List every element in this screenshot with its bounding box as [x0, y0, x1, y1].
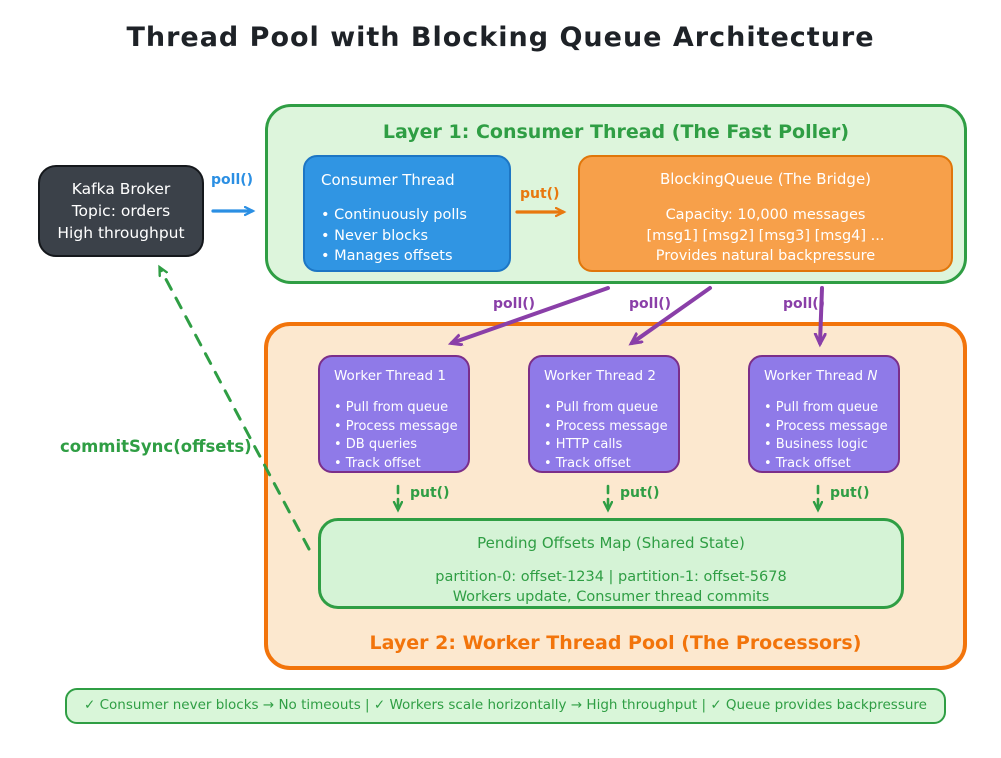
kafka-broker-box: Kafka Broker Topic: orders High throughp… — [38, 165, 204, 257]
put-pending-n-label: put() — [830, 485, 870, 501]
diagram-title: Thread Pool with Blocking Queue Architec… — [126, 22, 875, 53]
consumer-bullet: • Never blocks — [321, 227, 429, 244]
layer1-label: Layer 1: Consumer Thread (The Fast Polle… — [382, 121, 850, 143]
poll-worker-n-label: poll() — [783, 296, 826, 312]
worker-thread-2-title: Worker Thread 2 — [544, 368, 656, 384]
consumer-thread-title: Consumer Thread — [321, 171, 455, 189]
worker-thread-1-box: Worker Thread 1 • Pull from queue • Proc… — [318, 355, 470, 473]
pending-offsets-box: Pending Offsets Map (Shared State) parti… — [318, 518, 904, 609]
worker-bullet: • HTTP calls — [544, 437, 623, 452]
consumer-bullet: • Continuously polls — [321, 207, 467, 223]
kafka-broker-name: Kafka Broker — [71, 180, 171, 198]
kafka-broker-topic: Topic: orders — [71, 202, 171, 220]
worker-bullet: • Process message — [544, 418, 668, 434]
worker-thread-2-box: Worker Thread 2 • Pull from queue • Proc… — [528, 355, 680, 473]
worker-bullet: • Business logic — [764, 437, 868, 452]
worker-bullet: • Pull from queue — [764, 400, 879, 415]
pending-offsets-note: Workers update, Consumer thread commits — [452, 589, 770, 605]
blocking-queue-box: BlockingQueue (The Bridge) Capacity: 10,… — [578, 155, 953, 272]
consumer-bullet: • Manages offsets — [321, 248, 453, 264]
worker-bullet: • Process message — [764, 418, 888, 434]
worker-thread-n-box: Worker Thread N • Pull from queue • Proc… — [748, 355, 900, 473]
pending-offsets-title: Pending Offsets Map (Shared State) — [477, 534, 745, 552]
worker-bullet: • Pull from queue — [544, 400, 659, 415]
blocking-queue-messages: [msg1] [msg2] [msg3] [msg4] ... — [646, 227, 885, 244]
poll-worker-1-label: poll() — [493, 296, 536, 312]
pending-offsets-partitions: partition-0: offset-1234 | partition-1: … — [435, 569, 787, 585]
put-pending-1-label: put() — [410, 485, 450, 501]
worker-bullet: • Track offset — [764, 455, 851, 471]
benefits-footer-bar: ✓ Consumer never blocks → No timeouts | … — [65, 688, 946, 724]
worker-bullet: • Process message — [334, 418, 458, 434]
worker-thread-1-title: Worker Thread 1 — [334, 368, 446, 384]
poll-worker-2-label: poll() — [629, 296, 672, 312]
worker-thread-n-title: Worker Thread N — [764, 368, 878, 384]
worker-bullet: • Track offset — [544, 455, 631, 471]
worker-bullet: • Track offset — [334, 455, 421, 471]
worker-bullet: • DB queries — [334, 437, 418, 452]
kafka-broker-throughput: High throughput — [57, 224, 185, 242]
poll-kafka-label: poll() — [211, 172, 254, 188]
worker-bullet: • Pull from queue — [334, 400, 449, 415]
consumer-thread-box: Consumer Thread • Continuously polls • N… — [303, 155, 511, 272]
put-queue-label: put() — [520, 186, 560, 202]
put-pending-2-label: put() — [620, 485, 660, 501]
layer2-label: Layer 2: Worker Thread Pool (The Process… — [369, 632, 862, 654]
blocking-queue-backpressure: Provides natural backpressure — [655, 248, 876, 264]
blocking-queue-title: BlockingQueue (The Bridge) — [659, 170, 872, 188]
blocking-queue-capacity: Capacity: 10,000 messages — [665, 207, 866, 223]
commit-sync-label: commitSync(offsets) — [60, 437, 252, 456]
